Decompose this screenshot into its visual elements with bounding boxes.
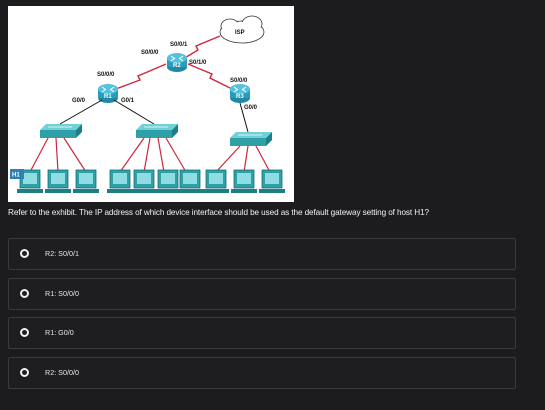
- answer-option[interactable]: R2: S0/0/1: [8, 238, 516, 270]
- serial-link-r2-isp: [177, 35, 221, 63]
- serial-link-r2-r1: [112, 63, 167, 91]
- r1-port-top: S0/0/0: [97, 72, 115, 78]
- pc-icon: [155, 169, 181, 193]
- pc-icon: [73, 169, 99, 193]
- answer-option[interactable]: R1: G0/0: [8, 317, 516, 349]
- topology-diagram: ISP R2 S0/0/1 S0/0/0 S0/1/0 R1 S0/0/0 G0…: [10, 15, 285, 193]
- router-r3-label: R3: [236, 94, 244, 100]
- switch-right-icon: [230, 132, 272, 146]
- pc-icon: [203, 169, 229, 193]
- pc-icon: [45, 169, 71, 193]
- isp-cloud-icon: ISP: [219, 15, 265, 44]
- answer-option-label: R2: S0/0/0: [45, 368, 79, 377]
- router-r2-icon: R2: [167, 53, 187, 72]
- answer-option-label: R1: S0/0/0: [45, 289, 79, 298]
- router-r3-icon: R3: [230, 84, 250, 103]
- answer-option-label: R2: S0/0/1: [45, 249, 79, 258]
- r1-port-right: G0/1: [121, 98, 135, 104]
- pc-h1-icon: [17, 169, 43, 193]
- r2-port-top: S0/0/1: [170, 42, 188, 48]
- r1-port-left: G0/0: [72, 98, 86, 104]
- pc-icon: [131, 169, 157, 193]
- pc-icon: [259, 169, 285, 193]
- answer-option[interactable]: R2: S0/0/0: [8, 357, 516, 389]
- host-h1-label: H1: [12, 173, 20, 179]
- radio-button[interactable]: [20, 249, 29, 258]
- switch-left-icon: [40, 124, 82, 138]
- radio-button[interactable]: [20, 368, 29, 377]
- pc-icon: [177, 169, 203, 193]
- pc-icon: [107, 169, 133, 193]
- r3-port-bottom: G0/0: [244, 105, 258, 111]
- answer-option-label: R1: G0/0: [45, 328, 74, 337]
- r3-port-top: S0/0/0: [230, 78, 248, 84]
- pc-icon: [231, 169, 257, 193]
- r2-port-right: S0/1/0: [189, 60, 207, 66]
- radio-button[interactable]: [20, 289, 29, 298]
- r2-port-left: S0/0/0: [141, 50, 159, 56]
- serial-link-r2-r3: [187, 63, 235, 91]
- router-r2-label: R2: [173, 63, 181, 69]
- question-text: Refer to the exhibit. The IP address of …: [8, 208, 429, 217]
- network-exhibit: ISP R2 S0/0/1 S0/0/0 S0/1/0 R1 S0/0/0 G0…: [8, 6, 294, 202]
- switch-middle-icon: [136, 124, 178, 138]
- radio-button[interactable]: [20, 328, 29, 337]
- answer-option[interactable]: R1: S0/0/0: [8, 278, 516, 310]
- host-h1-tag: H1: [10, 169, 24, 179]
- isp-label: ISP: [235, 30, 245, 36]
- router-r1-label: R1: [104, 94, 112, 100]
- router-r1-icon: R1: [98, 84, 118, 103]
